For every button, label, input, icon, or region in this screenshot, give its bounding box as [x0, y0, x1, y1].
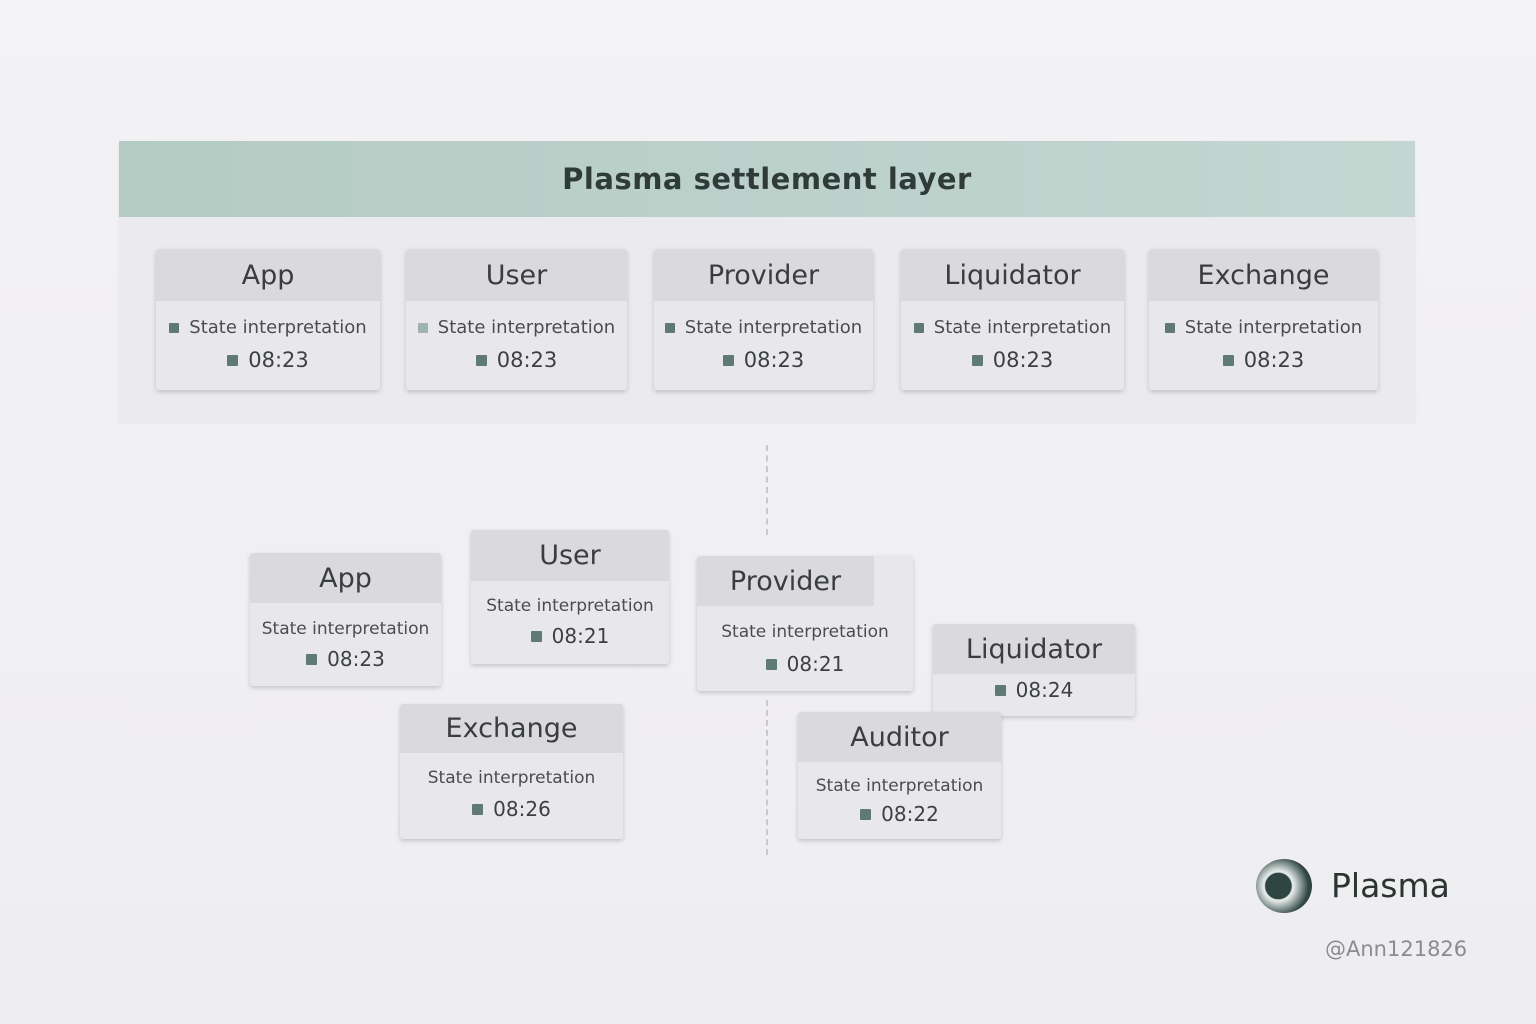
marker-icon [765, 658, 777, 670]
card-time: 08:24 [1015, 678, 1074, 702]
card-state: State interpretation [189, 317, 367, 338]
brand-name: Plasma [1331, 866, 1450, 905]
card-title: Exchange [1149, 249, 1378, 301]
card-title: User [471, 530, 669, 581]
settlement-card-exchange: Exchange State interpretation 08:23 [1149, 249, 1378, 390]
marker-icon [971, 354, 983, 366]
marker-icon [664, 322, 675, 333]
card-title: App [156, 249, 380, 301]
card-time: 08:23 [248, 348, 309, 372]
card-title: App [250, 553, 441, 603]
marker-icon [1164, 322, 1175, 333]
marker-icon [417, 322, 428, 333]
card-state: State interpretation [437, 317, 616, 338]
connector-line [766, 700, 768, 855]
scattered-card-exchange: Exchange State interpretation 08:26 [400, 704, 623, 839]
marker-icon [475, 354, 487, 366]
scattered-card-user: User State interpretation 08:21 [471, 530, 669, 664]
scattered-card-auditor: Auditor State interpretation 08:22 [798, 712, 1001, 839]
card-state: State interpretation [684, 317, 863, 338]
card-time: 08:23 [327, 647, 385, 671]
card-time: 08:23 [743, 348, 805, 372]
marker-icon [227, 354, 239, 366]
marker-icon [306, 653, 318, 665]
plasma-logo-icon [1256, 859, 1312, 913]
card-time: 08:23 [1243, 348, 1305, 372]
settlement-card-liquidator: Liquidator State interpretation 08:23 [901, 249, 1124, 390]
card-title: User [406, 249, 627, 301]
card-title: Auditor [798, 712, 1001, 762]
marker-icon [913, 322, 924, 333]
connector-line [766, 445, 768, 535]
card-title: Exchange [400, 704, 623, 753]
card-time: 08:23 [496, 348, 558, 372]
author-handle: @Ann121826 [1325, 937, 1468, 961]
card-state: State interpretation [427, 768, 596, 788]
settlement-card-user: User State interpretation 08:23 [406, 249, 627, 390]
card-time: 08:26 [493, 797, 551, 821]
marker-icon [860, 808, 872, 820]
marker-icon [472, 803, 484, 815]
card-time: 08:22 [881, 802, 939, 826]
scattered-card-app: App State interpretation 08:23 [250, 553, 441, 686]
scattered-card-provider: Provider State interpretation 08:21 [697, 556, 913, 691]
marker-icon [530, 630, 542, 642]
card-state: State interpretation [486, 596, 654, 616]
card-state: State interpretation [261, 619, 430, 639]
marker-icon [994, 684, 1006, 696]
card-state: State interpretation [1184, 317, 1363, 338]
card-state: State interpretation [721, 622, 889, 642]
card-state: State interpretation [933, 317, 1112, 338]
scattered-card-liquidator: Liquidator 08:24 [933, 624, 1135, 716]
card-time: 08:21 [786, 652, 845, 676]
card-time: 08:21 [551, 624, 610, 648]
card-title: Liquidator [901, 249, 1124, 301]
marker-icon [722, 354, 734, 366]
card-title: Liquidator [933, 624, 1135, 674]
card-title: Provider [697, 556, 874, 606]
card-title: Provider [654, 249, 873, 301]
marker-icon [1222, 354, 1234, 366]
marker-icon [169, 322, 180, 333]
settlement-layer-title: Plasma settlement layer [119, 141, 1415, 217]
settlement-card-provider: Provider State interpretation 08:23 [654, 249, 873, 390]
settlement-card-app: App State interpretation 08:23 [156, 249, 380, 390]
card-time: 08:23 [992, 348, 1054, 372]
card-state: State interpretation [815, 776, 984, 796]
